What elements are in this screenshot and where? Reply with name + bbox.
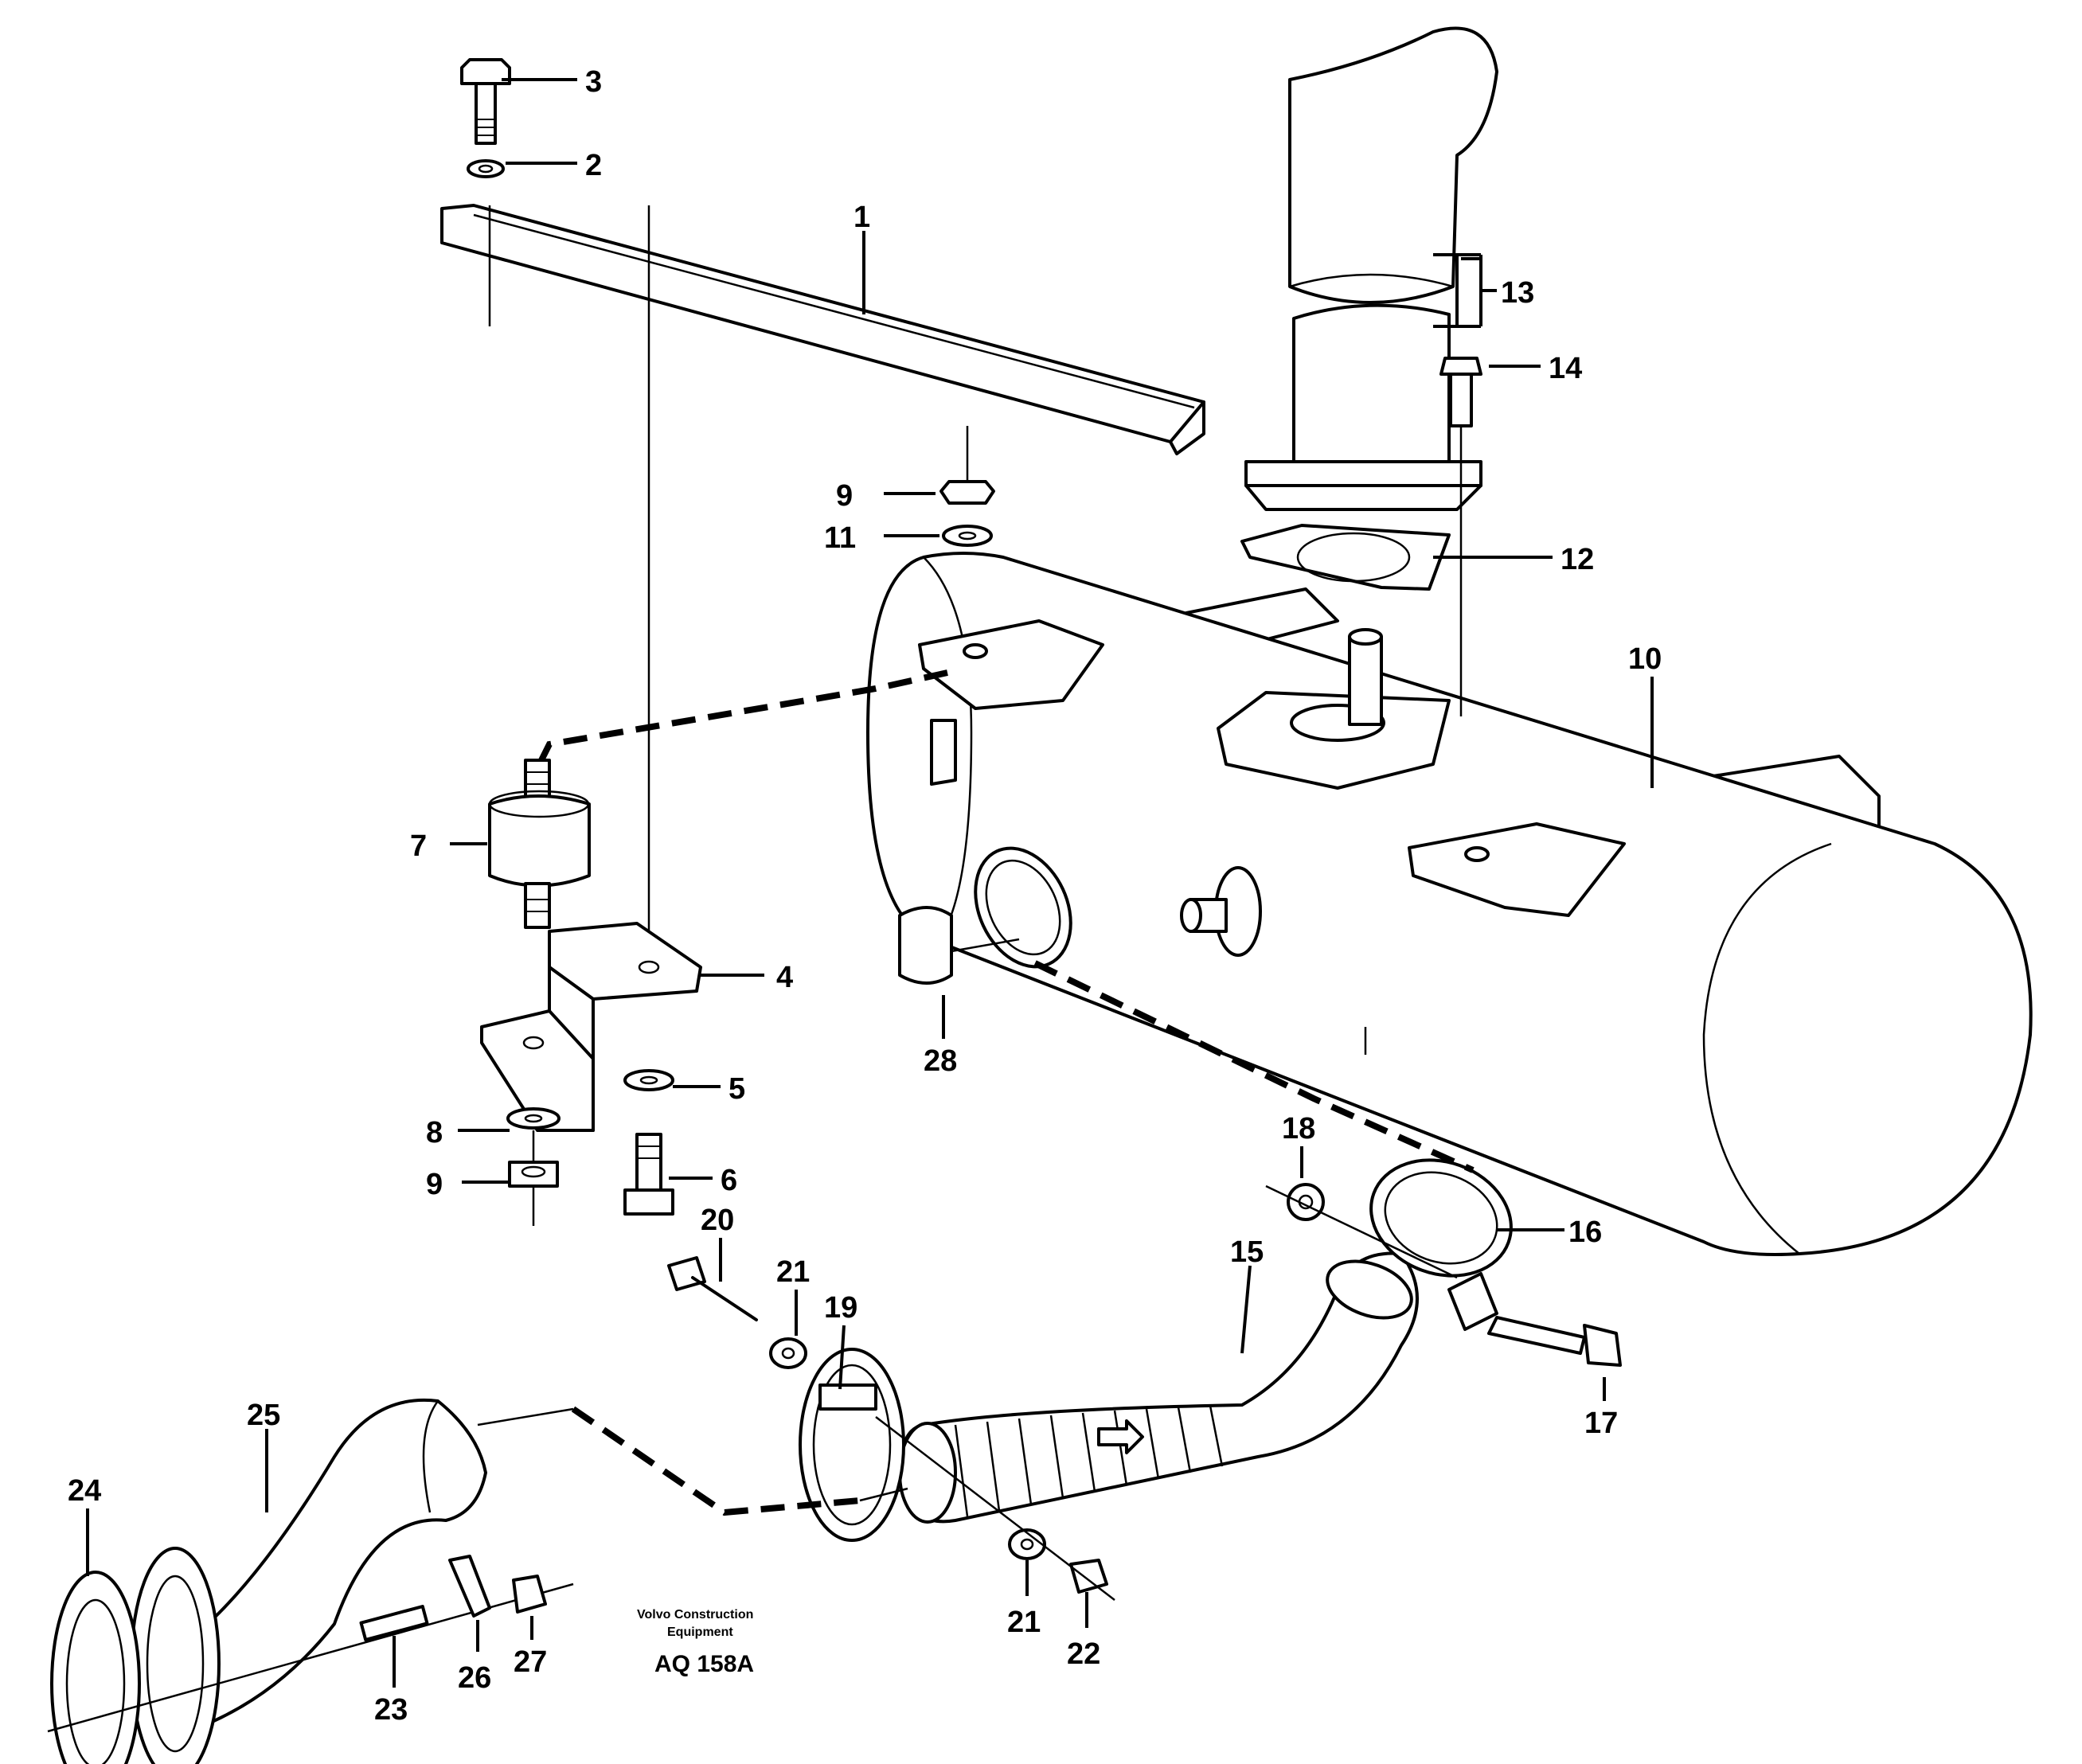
- callout-16: 16: [1568, 1216, 1602, 1249]
- callout-15: 15: [1230, 1235, 1264, 1269]
- callout-4: 4: [776, 961, 793, 994]
- credit-line-2: Equipment: [667, 1625, 733, 1639]
- callout-10: 10: [1628, 642, 1662, 676]
- callout-28: 28: [924, 1044, 957, 1078]
- callout-9-top: 9: [836, 479, 853, 513]
- exhaust-pipe: [1244, 26, 1498, 511]
- flange-bolt: [1439, 357, 1482, 716]
- washer-top: [467, 159, 505, 178]
- credit-line-1: Volvo Construction: [637, 1608, 753, 1622]
- stud: [359, 1605, 429, 1641]
- hose-clamp-bolt: [667, 1256, 758, 1321]
- callout-22: 22: [1067, 1637, 1100, 1671]
- callout-17: 17: [1584, 1407, 1618, 1440]
- flex-hose: [898, 1251, 1419, 1524]
- hose-clamp: [799, 1348, 905, 1542]
- callout-27: 27: [514, 1645, 547, 1679]
- rubber-mount: [488, 759, 591, 929]
- callout-21-top: 21: [776, 1255, 810, 1289]
- flange-nut: [512, 1575, 547, 1614]
- elbow-pipe: [130, 1398, 487, 1764]
- callout-3: 3: [585, 65, 602, 99]
- callout-18: 18: [1282, 1112, 1315, 1145]
- silencer: [866, 552, 2033, 1256]
- callout-23: 23: [374, 1693, 408, 1727]
- bracket-bolt: [623, 1133, 674, 1216]
- washer-lower: [506, 1107, 561, 1130]
- clamp-nut: [1265, 1183, 1458, 1279]
- callouts: 3 2 1 13 14 9 11 12 10 7 4 28 5 8 6 9: [68, 65, 1662, 1727]
- callout-13: 13: [1501, 276, 1534, 310]
- nut-lower: [508, 1161, 559, 1188]
- v-band-clamp: [1369, 1158, 1513, 1331]
- callout-7: 7: [410, 829, 427, 863]
- gasket: [1240, 524, 1451, 591]
- illustration-code: AQ 158A: [654, 1651, 754, 1677]
- clamp-bolt: [1487, 1316, 1622, 1367]
- callout-20: 20: [701, 1204, 734, 1237]
- nut-upper: [939, 480, 995, 505]
- publisher-credit: Volvo Construction Equipment AQ 158A: [637, 1608, 754, 1677]
- mounting-rail: [440, 204, 1205, 947]
- callout-14: 14: [1549, 352, 1582, 385]
- callout-25: 25: [247, 1399, 280, 1432]
- callout-9-bottom: 9: [426, 1168, 443, 1201]
- callout-11: 11: [824, 521, 856, 555]
- callout-6: 6: [721, 1164, 737, 1197]
- assembly-lines: [477, 669, 1475, 1516]
- lock-plate: [448, 1555, 491, 1618]
- callout-24: 24: [68, 1474, 101, 1508]
- bolt-top: [460, 58, 511, 145]
- washer-upper: [942, 525, 993, 547]
- hose-clamp-washer-top: [769, 1337, 807, 1369]
- hose-clamp-washer-bottom: [1008, 1528, 1046, 1560]
- washer-bracket: [623, 1069, 674, 1091]
- hose-clamp-nut: [875, 1416, 1115, 1601]
- callout-21-bottom: 21: [1007, 1606, 1041, 1639]
- callout-2: 2: [585, 149, 602, 182]
- callout-1: 1: [854, 201, 870, 234]
- callout-8: 8: [426, 1116, 443, 1149]
- callout-5: 5: [729, 1072, 745, 1106]
- callout-19: 19: [824, 1291, 857, 1325]
- callout-26: 26: [458, 1661, 491, 1695]
- callout-12: 12: [1561, 543, 1594, 576]
- plug: [898, 906, 1020, 985]
